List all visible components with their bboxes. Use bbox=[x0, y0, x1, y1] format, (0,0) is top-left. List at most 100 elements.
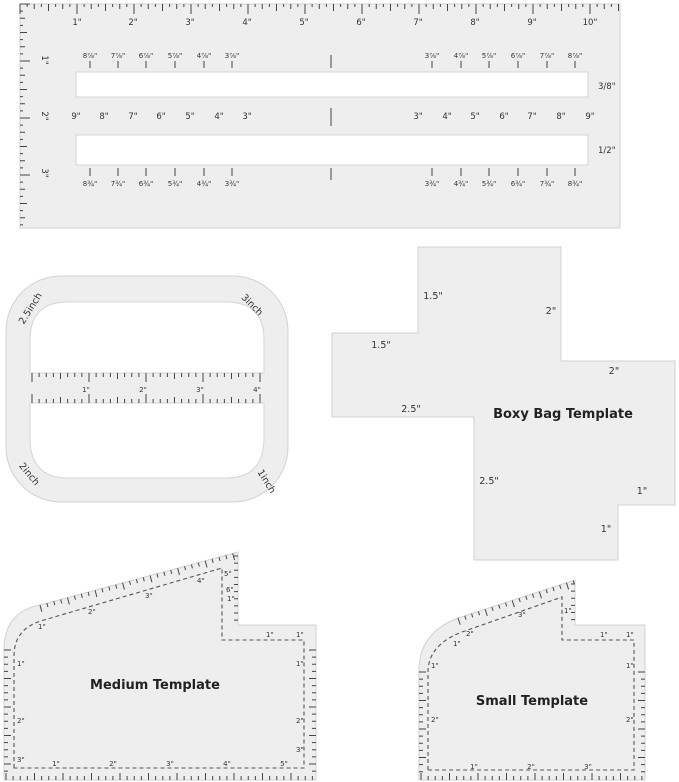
small-bottom-label: 2" bbox=[527, 763, 535, 771]
row3-label: 8¾" bbox=[568, 180, 582, 188]
medium-slope-tick bbox=[218, 556, 221, 562]
medium-slope-tick bbox=[73, 595, 76, 600]
small-left-label: 2" bbox=[431, 716, 439, 724]
row2-label: 4" bbox=[214, 112, 223, 122]
medium-slope-tick bbox=[60, 599, 63, 604]
medium-left-label: 3" bbox=[17, 756, 25, 764]
ruler-ticks bbox=[19, 3, 619, 226]
small-plate bbox=[418, 579, 646, 781]
left-inch-label: 2" bbox=[39, 111, 49, 120]
left-inch-label: 1" bbox=[39, 55, 49, 64]
top-inch-label: 5" bbox=[299, 18, 308, 28]
small-slope-label: 2" bbox=[466, 630, 474, 638]
small-right-label: 1" bbox=[626, 662, 634, 670]
medium-slope-tick bbox=[142, 577, 145, 582]
medium-slope-tick bbox=[177, 568, 180, 576]
row2-label: 7" bbox=[527, 112, 536, 122]
boxy-title: Boxy Bag Template bbox=[493, 407, 633, 422]
row3-label: 4¾" bbox=[454, 180, 468, 188]
medium-slope-tick bbox=[225, 555, 228, 560]
boxy-dim-label: 1" bbox=[637, 486, 647, 497]
row1-label: 8⅞" bbox=[568, 52, 582, 60]
medium-bottom-label: 1" bbox=[52, 760, 60, 768]
medium-notch-label: 1" bbox=[227, 595, 235, 603]
small-slope-tick bbox=[538, 591, 542, 599]
small-slope-tick bbox=[559, 584, 562, 589]
medium-left-label: 2" bbox=[17, 717, 25, 725]
small-slope-tick bbox=[498, 604, 501, 609]
boxy-dim-label: 2.5" bbox=[479, 476, 498, 487]
row1-label: 3⅞" bbox=[425, 52, 439, 60]
row1-label: 4⅞" bbox=[197, 52, 211, 60]
medium-slope-tick bbox=[184, 566, 187, 571]
medium-bottom-label: 4" bbox=[223, 760, 231, 768]
small-bottom-label: 1" bbox=[470, 763, 478, 771]
boxy-dim-label: 1.5" bbox=[423, 291, 442, 302]
row3-label: 3¾" bbox=[225, 180, 239, 188]
medium-slope-tick bbox=[170, 569, 173, 574]
medium-slope-tick bbox=[163, 571, 166, 576]
small-slope-label: 3" bbox=[518, 611, 526, 619]
medium-slope-tick bbox=[149, 575, 153, 583]
top-inch-label: 9" bbox=[527, 18, 536, 28]
corner-scale-label: 3" bbox=[196, 386, 204, 394]
small-notch-label: 1" bbox=[600, 631, 608, 639]
corner-template: 1" 2" 3" 4" 2.5inch 3inch 2inch 1inch bbox=[5, 275, 289, 503]
medium-right-label: 2" bbox=[296, 717, 304, 725]
medium-slope-tick bbox=[122, 582, 125, 590]
row2-label: 3" bbox=[242, 112, 251, 122]
medium-bottom-label: 2" bbox=[109, 760, 117, 768]
top-inch-label: 7" bbox=[413, 18, 422, 28]
medium-slope-tick bbox=[128, 580, 131, 586]
small-slope-label: 1" bbox=[453, 640, 461, 648]
slot-3-8 bbox=[75, 71, 589, 98]
medium-slope-tick bbox=[87, 591, 90, 597]
medium-slope-tick bbox=[190, 564, 193, 569]
medium-seam-line bbox=[13, 567, 305, 769]
medium-slope-tick bbox=[101, 588, 104, 593]
row1-label: 7⅞" bbox=[540, 52, 554, 60]
row3-label: 7¾" bbox=[540, 180, 554, 188]
medium-ticks bbox=[4, 553, 316, 780]
corner-opening-top bbox=[29, 301, 265, 374]
top-inch-label: 1" bbox=[72, 18, 81, 28]
medium-right-label: 1" bbox=[296, 660, 304, 668]
top-inch-label: 10" bbox=[583, 18, 598, 28]
medium-notch-label: 1" bbox=[296, 631, 304, 639]
small-slope-tick bbox=[491, 606, 494, 611]
medium-slope-tick bbox=[115, 584, 118, 589]
strap-ruler: 1" 2" 3" 4" 5" 6" 7" 8" 9" 10" 1" 2" 3" … bbox=[19, 3, 621, 229]
boxy-dim-label: 2" bbox=[609, 366, 619, 377]
small-right-label: 2" bbox=[626, 716, 634, 724]
row2-label: 3" bbox=[413, 112, 422, 122]
medium-slope-tick bbox=[232, 553, 236, 561]
slot-width-label: 3/8" bbox=[598, 82, 616, 92]
small-slope-tick bbox=[477, 611, 481, 616]
medium-slope-label: 6" bbox=[226, 586, 234, 594]
row3-label: 3¾" bbox=[425, 180, 439, 188]
small-notch-label: 1" bbox=[626, 631, 634, 639]
small-slope-tick bbox=[511, 600, 515, 608]
small-slope-tick bbox=[504, 602, 508, 607]
boxy-plate bbox=[331, 246, 676, 561]
small-title: Small Template bbox=[476, 694, 588, 709]
medium-slope-tick bbox=[67, 597, 70, 605]
top-inch-label: 4" bbox=[242, 18, 251, 28]
ruler-plate bbox=[19, 3, 621, 229]
boxy-dim-label: 2.5" bbox=[401, 404, 420, 415]
small-left-label: 1" bbox=[431, 662, 439, 670]
row3-label: 6¾" bbox=[511, 180, 525, 188]
row2-label: 8" bbox=[556, 112, 565, 122]
small-notch-label: 1" bbox=[564, 607, 572, 615]
row1-label: 6⅞" bbox=[139, 52, 153, 60]
medium-slope-tick bbox=[211, 558, 214, 563]
medium-slope-label: 2" bbox=[88, 608, 96, 616]
small-slope-tick bbox=[518, 598, 521, 603]
row2-label: 6" bbox=[156, 112, 165, 122]
slot-1-2 bbox=[75, 134, 589, 166]
row2-label: 9" bbox=[71, 112, 80, 122]
row3-label: 5¾" bbox=[168, 180, 182, 188]
small-slope-tick bbox=[552, 587, 555, 592]
medium-title: Medium Template bbox=[90, 678, 220, 693]
